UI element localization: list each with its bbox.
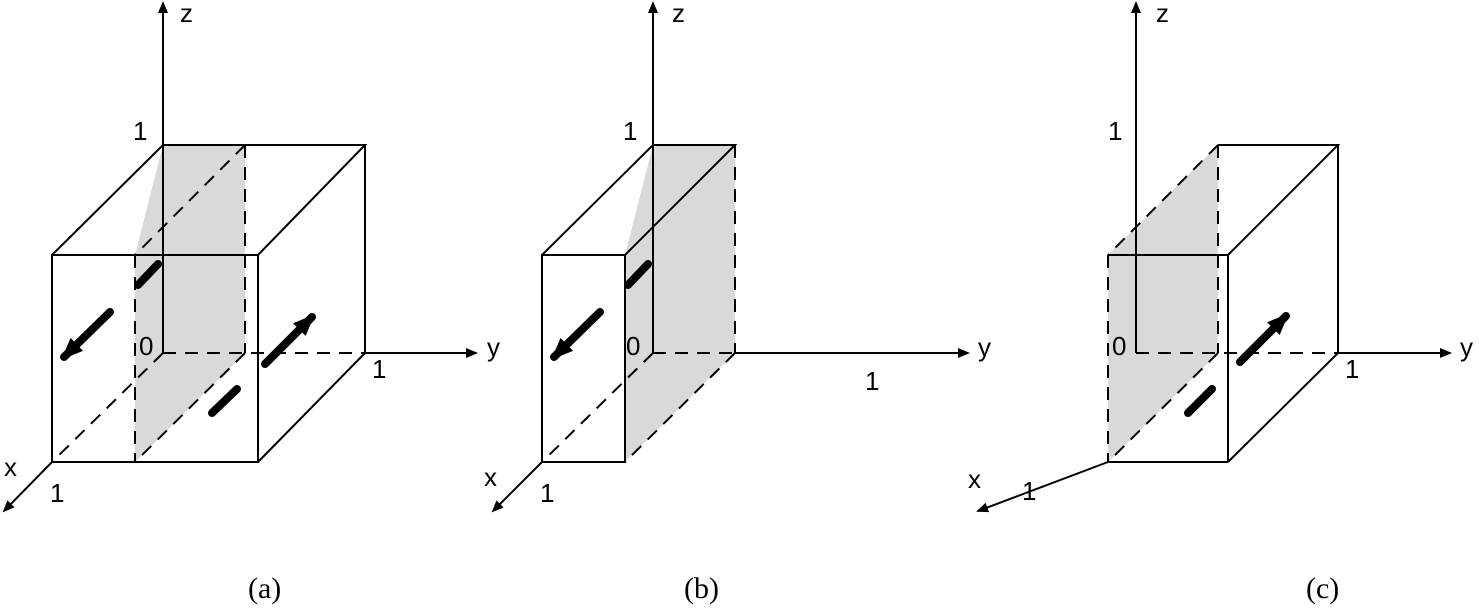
hidden-edge <box>134 144 246 256</box>
caption-c: (c) <box>1306 572 1339 605</box>
shaded-plane <box>1108 145 1218 462</box>
hidden-edge <box>1107 144 1219 256</box>
x-axis <box>2 461 53 513</box>
x-tick-1: 1 <box>1022 476 1036 506</box>
x-axis <box>491 461 543 513</box>
y-axis-label: y <box>978 332 991 362</box>
caption-a: (a) <box>248 572 281 605</box>
shaded-plane <box>135 145 245 462</box>
top-face <box>541 144 738 256</box>
hidden-edge <box>51 352 164 463</box>
direction-dash <box>624 260 652 289</box>
side-edge <box>1227 352 1339 463</box>
x-axis <box>976 461 1109 513</box>
hidden-edge <box>1107 352 1219 463</box>
z-axis-label: z <box>1156 0 1169 28</box>
z-tick-1: 1 <box>1108 116 1122 146</box>
z-tick-1: 1 <box>133 116 147 146</box>
direction-arrow <box>60 308 114 361</box>
z-tick-1: 1 <box>623 116 637 146</box>
caption-b: (b) <box>684 572 719 605</box>
direction-dash <box>208 385 241 417</box>
y-tick-1: 1 <box>1345 354 1359 384</box>
direction-dash <box>1184 385 1216 417</box>
direction-dash <box>134 260 162 289</box>
panel-a: z y x 1 0 1 1 (a) <box>2 0 500 605</box>
direction-arrow <box>550 308 604 361</box>
front-face <box>541 254 626 463</box>
shaded-plane <box>625 145 735 462</box>
side-edge <box>257 352 366 463</box>
x-tick-1: 1 <box>540 478 554 508</box>
y-axis-label: y <box>487 332 500 362</box>
direction-arrow <box>261 313 316 368</box>
x-axis-label: x <box>484 462 497 492</box>
origin-label: 0 <box>1112 331 1126 361</box>
hidden-edge <box>134 352 246 463</box>
panel-b: z y x 1 0 1 1 (b) <box>484 0 991 605</box>
origin-label: 0 <box>139 331 153 361</box>
x-axis-label: x <box>968 464 981 494</box>
direction-arrow <box>1236 312 1290 366</box>
x-axis-label: x <box>4 452 17 482</box>
hidden-edge <box>624 352 736 463</box>
top-face <box>51 144 368 256</box>
top-face <box>1108 144 1341 256</box>
panel-c: z y x 1 0 1 1 (c) <box>968 0 1473 605</box>
hidden-edge <box>541 352 654 463</box>
z-axis-label: z <box>180 0 193 28</box>
y-tick-1: 1 <box>372 354 386 384</box>
y-axis-label: y <box>1460 332 1473 362</box>
origin-label: 0 <box>626 331 640 361</box>
x-tick-1: 1 <box>50 478 64 508</box>
z-axis-label: z <box>672 0 685 28</box>
y-tick-1: 1 <box>865 366 879 396</box>
